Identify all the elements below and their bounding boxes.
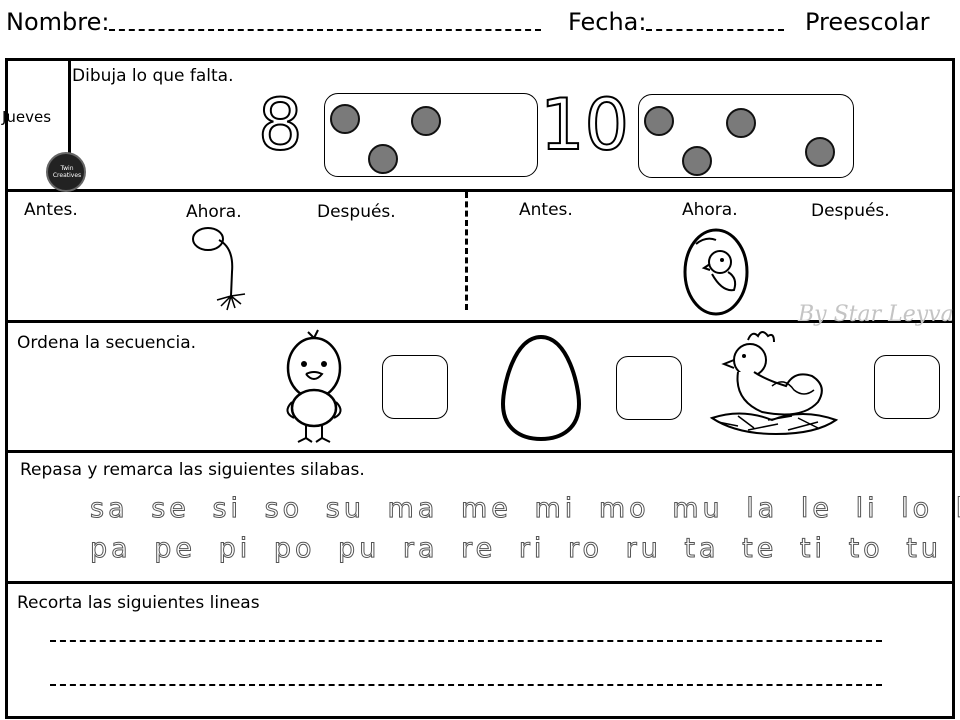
section2-divider	[465, 192, 468, 310]
sprouting-seed-image	[192, 227, 246, 311]
chick-in-egg-image	[683, 228, 749, 316]
day-label: Jueves	[2, 108, 52, 126]
divider-3	[8, 450, 952, 453]
name-label: Nombre:	[6, 8, 110, 36]
syllables-row-2: pa pe pi po pu ra re ri ro ru ta te ti t…	[90, 533, 942, 565]
date-label: Fecha:	[568, 8, 647, 36]
number-8-trace: 8	[257, 83, 304, 167]
date-field[interactable]: Fecha:	[568, 8, 785, 36]
ahora-label-left: Ahora.	[186, 202, 242, 222]
dot	[644, 106, 674, 136]
despues-label-right: Después.	[811, 201, 890, 221]
sequence-answer-box-2[interactable]	[616, 356, 682, 420]
dot	[330, 104, 360, 134]
name-field[interactable]: Nombre:	[6, 8, 542, 36]
name-blank[interactable]	[109, 29, 542, 31]
day-box-divider	[68, 61, 71, 189]
egg-image	[500, 334, 582, 442]
dot	[726, 108, 756, 138]
sequence-answer-box-3[interactable]	[874, 355, 940, 419]
section4-title: Repasa y remarca las siguientes silabas.	[20, 460, 365, 480]
syllables-row-1: sa se si so su ma me mi mo mu la le li l…	[89, 493, 960, 525]
divider-2	[8, 320, 952, 323]
ahora-label-right: Ahora.	[682, 200, 738, 220]
cut-line-2[interactable]	[50, 684, 882, 686]
dot	[368, 144, 398, 174]
chick-image	[286, 329, 342, 443]
cut-line-1[interactable]	[50, 640, 882, 642]
sequence-answer-box-1[interactable]	[382, 355, 448, 419]
section1-title: Dibuja lo que falta.	[72, 66, 234, 86]
divider-4	[8, 581, 952, 584]
worksheet-frame	[5, 58, 955, 719]
section3-title: Ordena la secuencia.	[17, 333, 197, 353]
date-blank[interactable]	[646, 29, 785, 31]
logo-text: Twin Creatives	[52, 165, 82, 179]
level-label: Preescolar	[805, 8, 930, 36]
section5-title: Recorta las siguientes lineas	[17, 593, 260, 613]
dot	[682, 146, 712, 176]
hen-on-nest-image	[709, 331, 839, 436]
despues-label-left: Después.	[317, 202, 396, 222]
dot	[411, 106, 441, 136]
antes-label-left: Antes.	[24, 200, 78, 220]
number-10-trace: 10	[539, 83, 630, 167]
divider-1	[8, 189, 952, 192]
dot-box-1	[324, 93, 538, 177]
logo-badge: Twin Creatives	[46, 152, 86, 192]
antes-label-right: Antes.	[519, 200, 573, 220]
dot	[805, 137, 835, 167]
watermark: By Star Leyva	[798, 302, 954, 327]
dot-box-2	[638, 94, 854, 178]
